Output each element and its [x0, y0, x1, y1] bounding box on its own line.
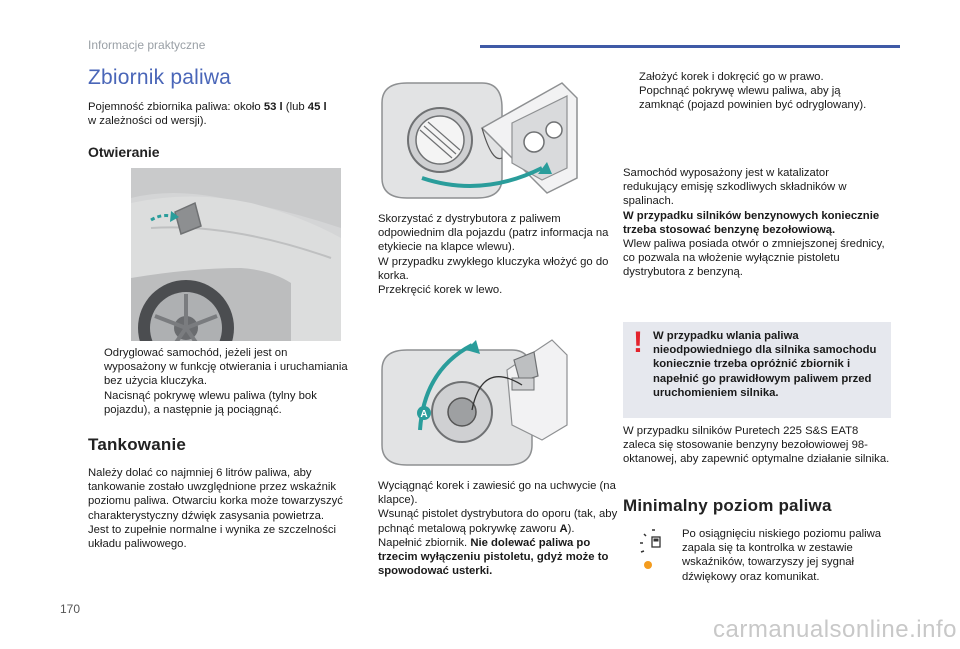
opening-heading: Otwieranie	[88, 144, 160, 160]
catalyst-text: Samochód wyposażony jest w katalizator r…	[623, 167, 847, 208]
catalyst-bold: W przypadku silników benzynowych koniecz…	[623, 209, 880, 236]
min-fuel-heading: Minimalny poziom paliwa	[623, 496, 832, 515]
opening-list: Odryglować samochód, jeżeli jest on wypo…	[88, 346, 350, 417]
capacity-text: Pojemność zbiornika paliwa: około 53 l (…	[88, 101, 327, 128]
list-item: Założyć korek i dokręcić go w prawo.	[639, 71, 824, 83]
list-item: Skorzystać z dystrybutora z paliwem odpo…	[378, 213, 609, 254]
list-item: W przypadku zwykłego kluczyka włożyć go …	[378, 255, 609, 282]
list-item: Napełnić zbiornik. Nie dolewać paliwa po…	[378, 536, 609, 578]
catalyst-text2: Wlew paliwa posiada otwór o zmniejszonej…	[623, 238, 885, 279]
section-header: Informacje praktyczne	[88, 38, 206, 52]
watermark: carmanualsonline.info	[713, 616, 957, 643]
list-item: Wsunąć pistolet dystrybutora do oporu (t…	[378, 508, 618, 535]
min-fuel-text: Po osiągnięciu niskiego poziomu paliwa z…	[682, 528, 882, 583]
catalyst-block: Samochód wyposażony jest w katalizator r…	[623, 166, 885, 280]
car-fuel-flap-illustration	[131, 168, 341, 376]
puretech-text: W przypadku silników Puretech 225 S&S EA…	[623, 425, 890, 466]
warning-icon: !	[633, 326, 643, 359]
list-item: Popchnąć pokrywę wlewu paliwa, aby ją za…	[639, 85, 867, 112]
list-item: Wyciągnąć korek i zawiesić go na uchwyci…	[378, 480, 616, 507]
page-number: 170	[60, 602, 81, 616]
right-top-list: Założyć korek i dokręcić go w prawo. Pop…	[623, 70, 885, 113]
middle-bottom-list: Wyciągnąć korek i zawiesić go na uchwyci…	[362, 479, 624, 578]
low-fuel-warning-lamp-icon	[638, 528, 668, 572]
middle-top-list: Skorzystać z dystrybutora z paliwem odpo…	[362, 212, 620, 297]
fuel-cap-open-illustration	[362, 68, 587, 203]
valve-label-a: A	[420, 409, 427, 420]
warning-text: W przypadku wlania paliwa nieodpowiednie…	[653, 330, 877, 399]
list-item: Odryglować samochód, jeżeli jest on wypo…	[104, 347, 348, 388]
list-item: Przekręcić korek w lewo.	[378, 284, 503, 297]
header-bar	[480, 45, 900, 48]
page-title: Zbiornik paliwa	[88, 66, 232, 89]
refuelling-heading: Tankowanie	[88, 435, 187, 454]
list-item: Nacisnąć pokrywę wlewu paliwa (tylny bok…	[104, 389, 317, 416]
fuel-nozzle-illustration: A	[362, 330, 587, 470]
warning-box: ! W przypadku wlania paliwa nieodpowiedn…	[623, 322, 891, 418]
refuelling-text: Należy dolać co najmniej 6 litrów paliwa…	[88, 467, 343, 551]
